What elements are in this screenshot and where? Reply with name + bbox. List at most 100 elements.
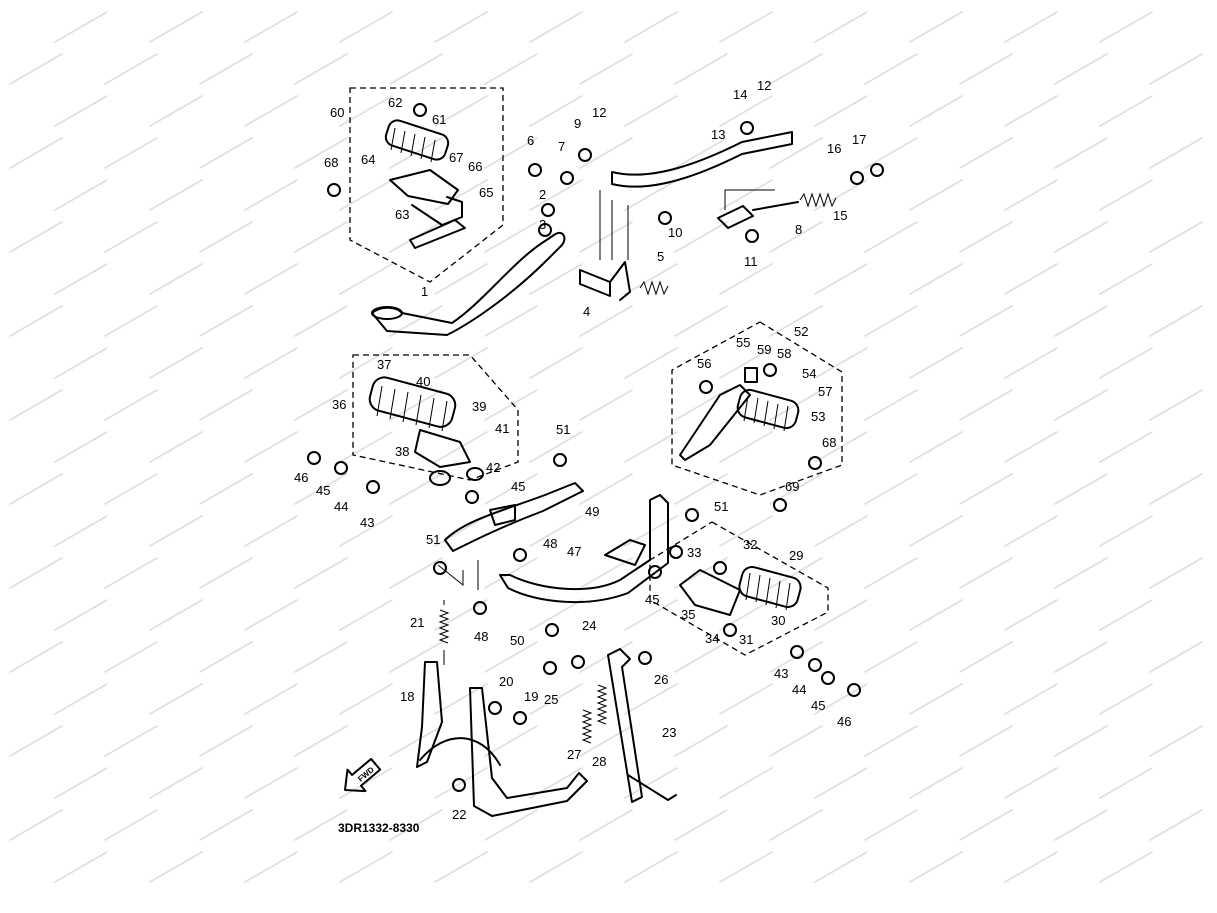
- callout-34: 34: [705, 631, 719, 646]
- watermark-mark: [294, 809, 348, 841]
- callout-45: 45: [511, 479, 525, 494]
- nut-bolt-part: [850, 171, 864, 185]
- callout-51: 51: [556, 422, 570, 437]
- watermark-mark: [674, 725, 728, 757]
- callout-12: 12: [592, 105, 606, 120]
- watermark-mark: [909, 515, 963, 547]
- watermark-mark: [719, 11, 773, 43]
- watermark-mark: [909, 263, 963, 295]
- watermark-mark: [624, 431, 678, 463]
- watermark-mark: [199, 641, 253, 673]
- callout-39: 39: [472, 399, 486, 414]
- watermark-mark: [959, 557, 1013, 589]
- callout-43: 43: [360, 515, 374, 530]
- watermark-mark: [1149, 305, 1203, 337]
- watermark-mark: [814, 347, 868, 379]
- watermark-mark: [244, 11, 298, 43]
- callout-17: 17: [852, 132, 866, 147]
- watermark-mark: [389, 641, 443, 673]
- watermark-mark: [389, 557, 443, 589]
- watermark-mark: [529, 347, 583, 379]
- watermark-mark: [339, 263, 393, 295]
- watermark-mark: [339, 179, 393, 211]
- callout-18: 18: [400, 689, 414, 704]
- watermark-mark: [244, 515, 298, 547]
- watermark-mark: [339, 515, 393, 547]
- watermark-mark: [1099, 431, 1153, 463]
- nut-bolt-part: [513, 548, 527, 562]
- callout-2: 2: [539, 187, 546, 202]
- callout-48: 48: [543, 536, 557, 551]
- watermark-mark: [1054, 557, 1108, 589]
- watermark-mark: [484, 641, 538, 673]
- bracket-49: [444, 482, 584, 552]
- watermark-mark: [9, 557, 63, 589]
- watermark-mark: [909, 683, 963, 715]
- watermark-mark: [719, 179, 773, 211]
- callout-8: 8: [795, 222, 802, 237]
- watermark-mark: [484, 809, 538, 841]
- watermark-mark: [814, 263, 868, 295]
- watermark-mark: [1054, 641, 1108, 673]
- callout-57: 57: [818, 384, 832, 399]
- watermark-mark: [149, 767, 203, 799]
- watermark-layer: [9, 11, 1203, 883]
- nut-bolt-part: [553, 453, 567, 467]
- nut-bolt-part: [513, 711, 527, 725]
- watermark-mark: [434, 767, 488, 799]
- watermark-mark: [104, 137, 158, 169]
- nut-bolt-part: [538, 223, 552, 237]
- callout-37: 37: [377, 357, 391, 372]
- watermark-mark: [674, 305, 728, 337]
- nut-bolt-part: [847, 683, 861, 697]
- watermark-mark: [579, 473, 633, 505]
- nut-bolt-part: [543, 661, 557, 675]
- watermark-mark: [54, 851, 108, 883]
- watermark-mark: [1149, 809, 1203, 841]
- watermark-mark: [54, 11, 108, 43]
- callout-32: 32: [743, 537, 757, 552]
- nut-bolt-part: [808, 456, 822, 470]
- callout-4: 4: [583, 304, 590, 319]
- watermark-mark: [624, 599, 678, 631]
- watermark-mark: [149, 431, 203, 463]
- callout-26: 26: [654, 672, 668, 687]
- watermark-mark: [529, 851, 583, 883]
- callout-1: 1: [421, 284, 428, 299]
- bracket-47: [499, 494, 669, 604]
- callout-55: 55: [736, 335, 750, 350]
- watermark-mark: [579, 305, 633, 337]
- watermark-mark: [624, 179, 678, 211]
- watermark-mark: [54, 431, 108, 463]
- watermark-mark: [339, 683, 393, 715]
- watermark-mark: [244, 179, 298, 211]
- watermark-mark: [294, 473, 348, 505]
- spring-21: [438, 600, 450, 665]
- callout-46: 46: [837, 714, 851, 729]
- watermark-mark: [244, 851, 298, 883]
- nut-bolt-part: [790, 645, 804, 659]
- nut-bolt-part: [488, 701, 502, 715]
- callout-53: 53: [811, 409, 825, 424]
- watermark-mark: [909, 347, 963, 379]
- watermark-mark: [434, 95, 488, 127]
- watermark-mark: [339, 95, 393, 127]
- nut-bolt-part: [433, 561, 447, 575]
- callout-12: 12: [757, 78, 771, 93]
- watermark-mark: [1099, 767, 1153, 799]
- watermark-mark: [529, 515, 583, 547]
- watermark-mark: [434, 263, 488, 295]
- watermark-mark: [1004, 179, 1058, 211]
- watermark-mark: [864, 389, 918, 421]
- callout-10: 10: [668, 225, 682, 240]
- nut-bolt-part: [413, 103, 427, 117]
- watermark-mark: [579, 137, 633, 169]
- footpeg-30: [679, 565, 802, 616]
- watermark-mark: [104, 725, 158, 757]
- watermark-mark: [54, 515, 108, 547]
- watermark-mark: [959, 641, 1013, 673]
- callout-41: 41: [495, 421, 509, 436]
- watermark-mark: [244, 95, 298, 127]
- watermark-mark: [294, 53, 348, 85]
- watermark-mark: [484, 557, 538, 589]
